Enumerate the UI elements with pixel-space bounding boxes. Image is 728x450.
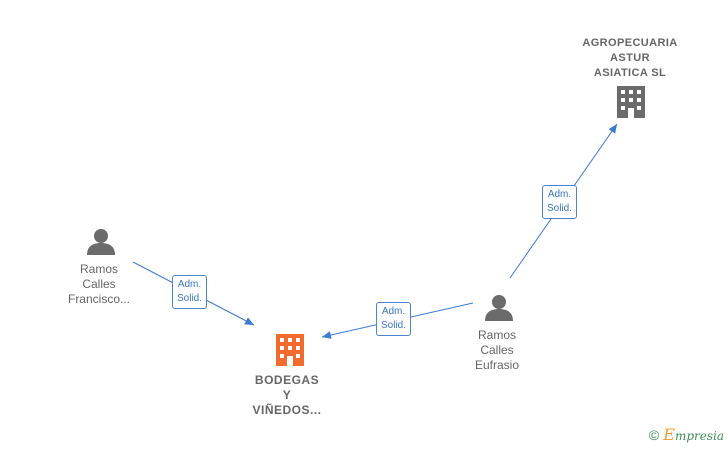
node-label-bodegas[interactable]: BODEGAS Y VIÑEDOS... xyxy=(252,373,322,417)
brand-logo: Empresia xyxy=(663,425,724,444)
person-icon[interactable] xyxy=(485,295,513,321)
node-label-francisco[interactable]: Ramos Calles Francisco... xyxy=(67,262,130,306)
building-icon[interactable] xyxy=(617,86,645,118)
footer-brand: © Empresia xyxy=(649,425,724,444)
edge-label-francisco-bodegas: Adm. Solid. xyxy=(172,275,208,309)
copyright-icon: © xyxy=(648,426,660,443)
person-icon[interactable] xyxy=(87,229,115,255)
building-icon[interactable] xyxy=(276,334,304,366)
node-label-eufrasio[interactable]: Ramos Calles Eufrasio xyxy=(474,328,520,372)
edge-label-eufrasio-agropecuaria: Adm. Solid. xyxy=(542,185,578,219)
brand-initial: E xyxy=(663,425,675,444)
brand-name: mpresia xyxy=(674,429,724,443)
node-label-agropecuaria[interactable]: AGROPECUARIA ASTUR ASIATICA SL xyxy=(582,37,678,79)
edge-label-eufrasio-bodegas: Adm. Solid. xyxy=(376,302,412,336)
